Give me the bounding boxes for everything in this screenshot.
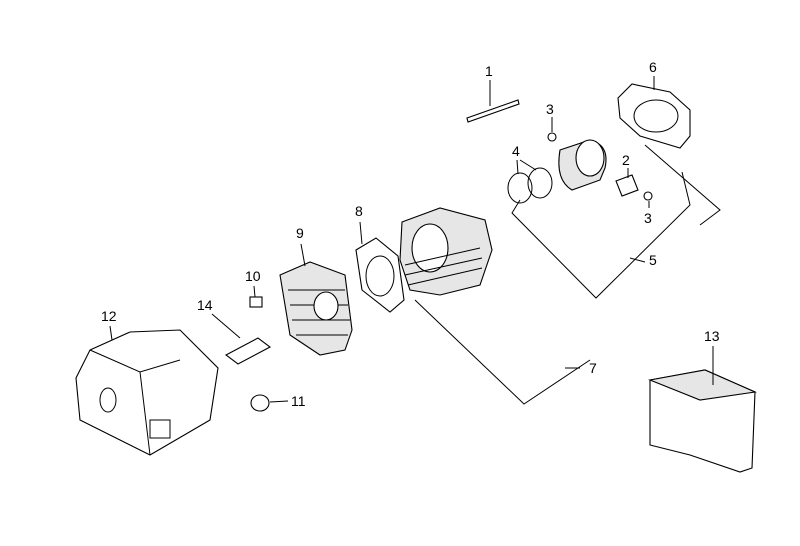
callout-6: 6 [649,59,657,75]
callout-8: 8 [355,203,363,219]
piston-part [558,139,607,191]
callout-13: 13 [704,328,720,344]
callout-3-bottom: 3 [644,210,652,226]
clip-part-top [547,132,557,142]
callout-11: 11 [291,393,306,409]
callout-10: 10 [245,268,261,284]
callout-7: 7 [589,360,597,376]
piston-rings-part [507,159,553,204]
nut-part [249,296,263,308]
envelope-part [648,346,757,473]
clip-part-bottom [643,191,653,201]
piston-pin-part [615,168,639,197]
base-gasket-part [617,76,691,149]
callout-3-top: 3 [546,101,554,117]
cylinder-shroud-part [75,325,219,456]
stud-bolt-part [466,80,520,123]
group-5-bracket [511,171,691,299]
spark-plug-part [211,313,272,365]
callout-9: 9 [296,225,304,241]
callout-4: 4 [512,143,520,159]
callout-5: 5 [649,252,657,268]
head-gasket-part [355,221,405,313]
callout-12: 12 [101,308,117,324]
callout-2: 2 [622,152,630,168]
cylinder-part [399,207,493,296]
callout-1: 1 [485,63,493,79]
group-7-bracket [414,299,591,405]
cylinder-head-part [279,243,353,356]
callout-14: 14 [197,297,213,313]
plug-part [250,394,270,412]
